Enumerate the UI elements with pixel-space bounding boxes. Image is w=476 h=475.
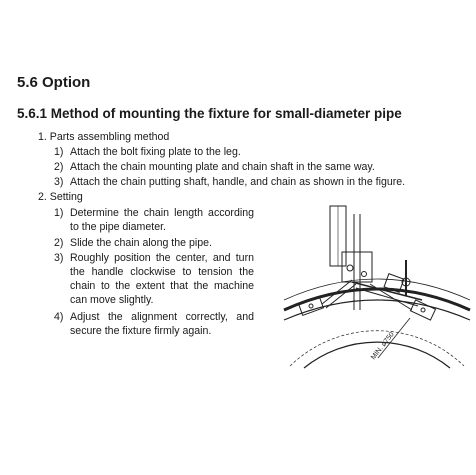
subsection-title: 5.6.1 Method of mounting the fixture for… bbox=[17, 106, 402, 121]
parts-heading: 1. Parts assembling method bbox=[38, 131, 170, 143]
parts-step-text: Attach the chain mounting plate and chai… bbox=[70, 161, 375, 173]
section-title: 5.6 Option bbox=[17, 74, 91, 91]
parts-step-number: 3) bbox=[54, 176, 64, 188]
setting-step-text: Adjust the alignment correctly, and secu… bbox=[70, 311, 254, 337]
setting-step-number: 3) bbox=[54, 252, 64, 264]
diameter-label: MIN. ø750 bbox=[370, 331, 396, 361]
fixture-mounting-diagram: MIN. ø750 bbox=[283, 205, 471, 369]
parts-step-text: Attach the bolt fixing plate to the leg. bbox=[70, 146, 241, 158]
setting-step-text: Determine the chain length according to … bbox=[70, 207, 254, 233]
setting-step-number: 4) bbox=[54, 311, 64, 323]
setting-step-text: Roughly position the center, and turn th… bbox=[70, 252, 254, 306]
parts-step-text: Attach the chain putting shaft, handle, … bbox=[70, 176, 406, 188]
parts-step-number: 2) bbox=[54, 161, 64, 173]
parts-step-number: 1) bbox=[54, 146, 64, 158]
setting-step-text: Slide the chain along the pipe. bbox=[70, 237, 212, 249]
setting-step-number: 2) bbox=[54, 237, 64, 249]
setting-heading: 2. Setting bbox=[38, 191, 83, 203]
setting-step-number: 1) bbox=[54, 207, 64, 219]
